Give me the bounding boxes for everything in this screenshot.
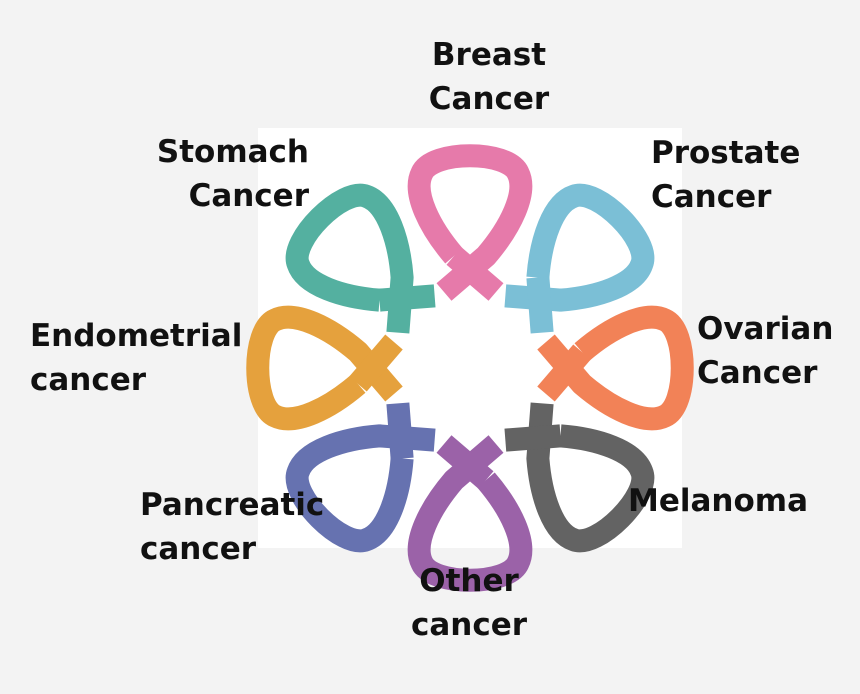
label-melanoma: Melanoma [628, 479, 808, 523]
label-prostate-cancer-line1: Prostate [651, 135, 801, 171]
label-ovarian-cancer: Ovarian Cancer [697, 307, 833, 395]
label-stomach-cancer-line2: Cancer [188, 178, 309, 214]
endometrial-cancer-ribbon-loop [246, 305, 403, 431]
breast-cancer-ribbon [407, 144, 533, 301]
stomach-cancer-ribbon [285, 183, 436, 334]
melanoma-ribbon [504, 402, 655, 553]
endometrial-cancer-ribbon-tail [349, 334, 403, 392]
melanoma-ribbon-loop [526, 402, 655, 553]
label-melanoma-line1: Melanoma [628, 483, 809, 519]
stomach-cancer-ribbon-loop [285, 183, 414, 334]
other-cancer-ribbon [407, 435, 533, 592]
breast-cancer-ribbon-tail [446, 247, 504, 301]
label-ovarian-cancer-line2: Cancer [697, 355, 818, 391]
ovarian-cancer-ribbon-tail [537, 344, 591, 402]
label-stomach-cancer-line1: Stomach [156, 134, 309, 170]
prostate-cancer-ribbon [504, 183, 655, 334]
label-pancreatic-cancer-line1: Pancreatic [140, 487, 325, 523]
pancreatic-cancer-ribbon [285, 402, 436, 553]
label-other-cancer-line1: Other [419, 563, 519, 599]
ribbon-wreath [246, 144, 694, 592]
label-other-cancer-line2: cancer [410, 607, 528, 643]
label-breast-cancer-line2: Cancer [428, 81, 550, 117]
center-star [390, 287, 548, 448]
prostate-cancer-ribbon-tail [526, 276, 554, 334]
label-other-cancer: Other cancer [411, 559, 527, 647]
stomach-cancer-ribbon-tail [378, 284, 436, 312]
label-breast-cancer-line1: Breast [431, 37, 547, 73]
ovarian-cancer-ribbon [537, 305, 694, 431]
label-stomach-cancer: Stomach Cancer [157, 130, 309, 218]
label-pancreatic-cancer: Pancreatic cancer [140, 483, 324, 571]
label-prostate-cancer-line2: Cancer [651, 179, 772, 215]
label-endometrial-cancer-line1: Endometrial [30, 318, 243, 354]
other-cancer-ribbon-tail [436, 435, 494, 489]
label-endometrial-cancer-line2: cancer [30, 362, 147, 398]
endometrial-cancer-ribbon [246, 305, 403, 431]
label-ovarian-cancer-line1: Ovarian [697, 311, 834, 347]
pancreatic-cancer-ribbon-tail [386, 402, 414, 460]
ovarian-cancer-ribbon-loop [537, 305, 694, 431]
label-prostate-cancer: Prostate Cancer [651, 131, 800, 219]
label-breast-cancer: Breast Cancer [429, 33, 549, 121]
label-endometrial-cancer: Endometrial cancer [30, 314, 242, 402]
pancreatic-cancer-ribbon-loop [285, 424, 436, 553]
label-pancreatic-cancer-line2: cancer [140, 531, 257, 567]
breast-cancer-ribbon-loop [407, 144, 533, 301]
other-cancer-ribbon-loop [407, 435, 533, 592]
prostate-cancer-ribbon-loop [504, 183, 655, 312]
melanoma-ribbon-tail [504, 424, 562, 452]
